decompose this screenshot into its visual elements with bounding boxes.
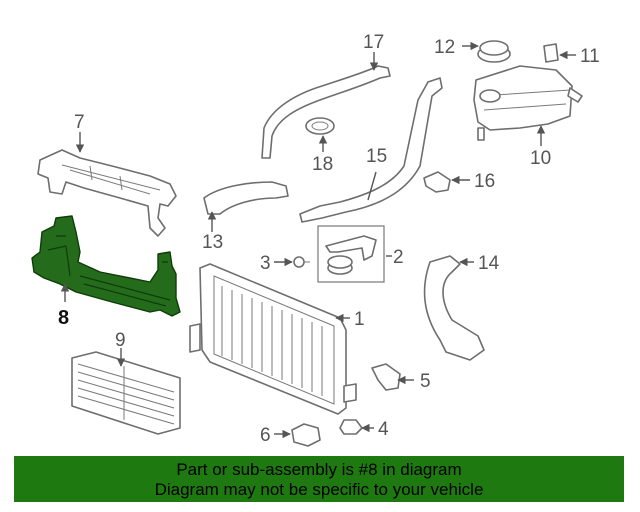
callout-labels: 1 2 3 4 5 6 7 8 9 10 11 12 13 14 15 16 1… <box>58 32 600 446</box>
part-16-sensor[interactable] <box>423 171 451 193</box>
part-8-lower-support-highlighted[interactable] <box>31 215 181 317</box>
callout-4: 4 <box>378 419 389 440</box>
callout-9: 9 <box>115 330 126 351</box>
callout-17: 17 <box>363 32 384 53</box>
callout-5: 5 <box>420 371 431 392</box>
part-17-hose[interactable] <box>261 65 391 159</box>
part-15-hose[interactable] <box>299 77 443 223</box>
callout-14: 14 <box>478 253 500 274</box>
part-5-sensor[interactable] <box>371 363 401 391</box>
callout-12: 12 <box>434 37 455 58</box>
banner-line-2: Diagram may not be specific to your vehi… <box>154 480 484 499</box>
part-10-reservoir[interactable] <box>473 65 583 141</box>
info-banner: Part or sub-assembly is #8 in diagram Di… <box>14 456 624 502</box>
callout-8-highlighted: 8 <box>58 307 69 329</box>
part-3-bolt[interactable] <box>293 256 310 268</box>
callout-16: 16 <box>474 171 495 192</box>
part-13-hose[interactable] <box>203 181 289 215</box>
callout-2: 2 <box>393 247 404 268</box>
part-9-shutter[interactable] <box>71 351 181 435</box>
leader-lines <box>60 41 576 439</box>
part-2-bracket-kit[interactable] <box>317 225 385 283</box>
callout-11: 11 <box>580 46 600 67</box>
callout-3: 3 <box>260 253 271 274</box>
callout-13: 13 <box>202 232 223 253</box>
part-11-clip[interactable] <box>543 43 559 63</box>
callout-15: 15 <box>366 146 387 167</box>
part-12-cap[interactable] <box>477 40 511 63</box>
part-18-clamp[interactable] <box>305 117 335 135</box>
part-1-radiator[interactable] <box>189 263 357 415</box>
part-14-hose[interactable] <box>423 255 485 361</box>
callout-7: 7 <box>74 112 85 133</box>
callout-6: 6 <box>260 425 271 446</box>
callout-18: 18 <box>312 154 333 175</box>
callout-1: 1 <box>354 309 365 330</box>
banner-line-1: Part or sub-assembly is #8 in diagram <box>176 460 462 479</box>
parts-diagram: 1 2 3 4 5 6 7 8 9 10 11 12 13 14 15 16 1… <box>31 32 600 447</box>
part-4-grommet[interactable] <box>339 419 363 435</box>
part-7-upper-support[interactable] <box>37 149 177 237</box>
part-6-clip[interactable] <box>291 423 321 447</box>
callout-10: 10 <box>530 148 551 169</box>
